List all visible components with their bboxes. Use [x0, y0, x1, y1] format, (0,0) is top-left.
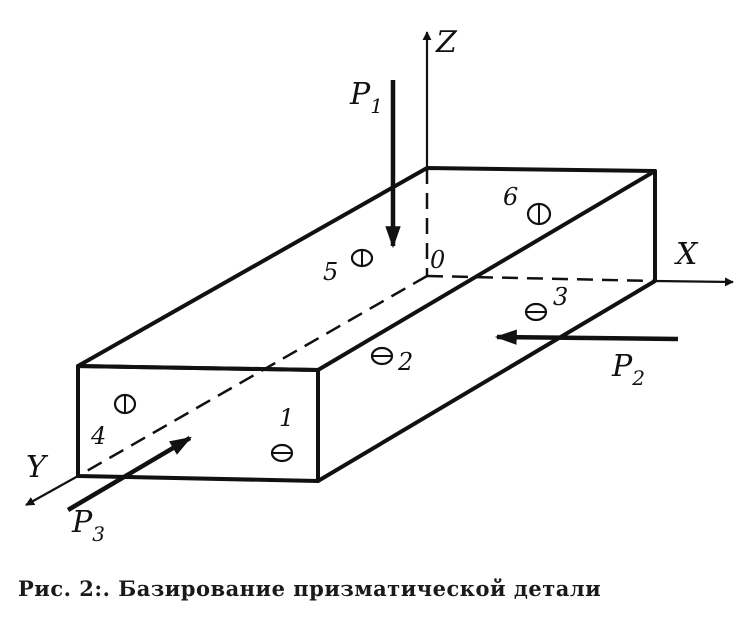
y-axis	[25, 475, 79, 506]
svg-text:P2: P2	[611, 349, 645, 390]
point-3-label: 3	[553, 283, 568, 311]
force-p2-label: P2	[611, 349, 645, 390]
force-p3-arrow	[66, 436, 192, 512]
force-arrows	[66, 80, 679, 512]
force-p1-label: P1	[349, 77, 383, 118]
point-4-label: 4	[90, 422, 106, 450]
coordinate-axes	[25, 31, 734, 506]
prismatic-part	[76, 166, 657, 483]
point-5-label: 5	[323, 258, 338, 286]
support-point-3	[524, 302, 548, 322]
hidden-edges	[77, 168, 656, 478]
support-point-5	[350, 248, 374, 268]
point-2-label: 2	[397, 348, 413, 376]
force-p3-label: P3	[71, 505, 105, 546]
point-6-label: 6	[503, 183, 518, 211]
side-face-edges	[316, 169, 657, 483]
svg-text:P3: P3	[71, 505, 105, 546]
support-point-1	[270, 443, 294, 463]
force-p2-arrow	[494, 329, 679, 345]
support-points	[113, 202, 552, 463]
support-point-6	[526, 202, 552, 226]
svg-text:P1: P1	[349, 77, 383, 118]
x-axis	[654, 277, 734, 287]
z-axis-label: Z	[435, 25, 458, 60]
x-axis-label: X	[674, 237, 699, 272]
support-point-2	[370, 346, 394, 366]
y-axis-label: Y	[26, 450, 49, 485]
origin-label: 0	[430, 246, 445, 274]
figure-caption: Рис. 2:. Базирование призматической дета…	[18, 576, 601, 601]
point-1-label: 1	[279, 404, 294, 432]
support-point-4	[113, 393, 137, 415]
